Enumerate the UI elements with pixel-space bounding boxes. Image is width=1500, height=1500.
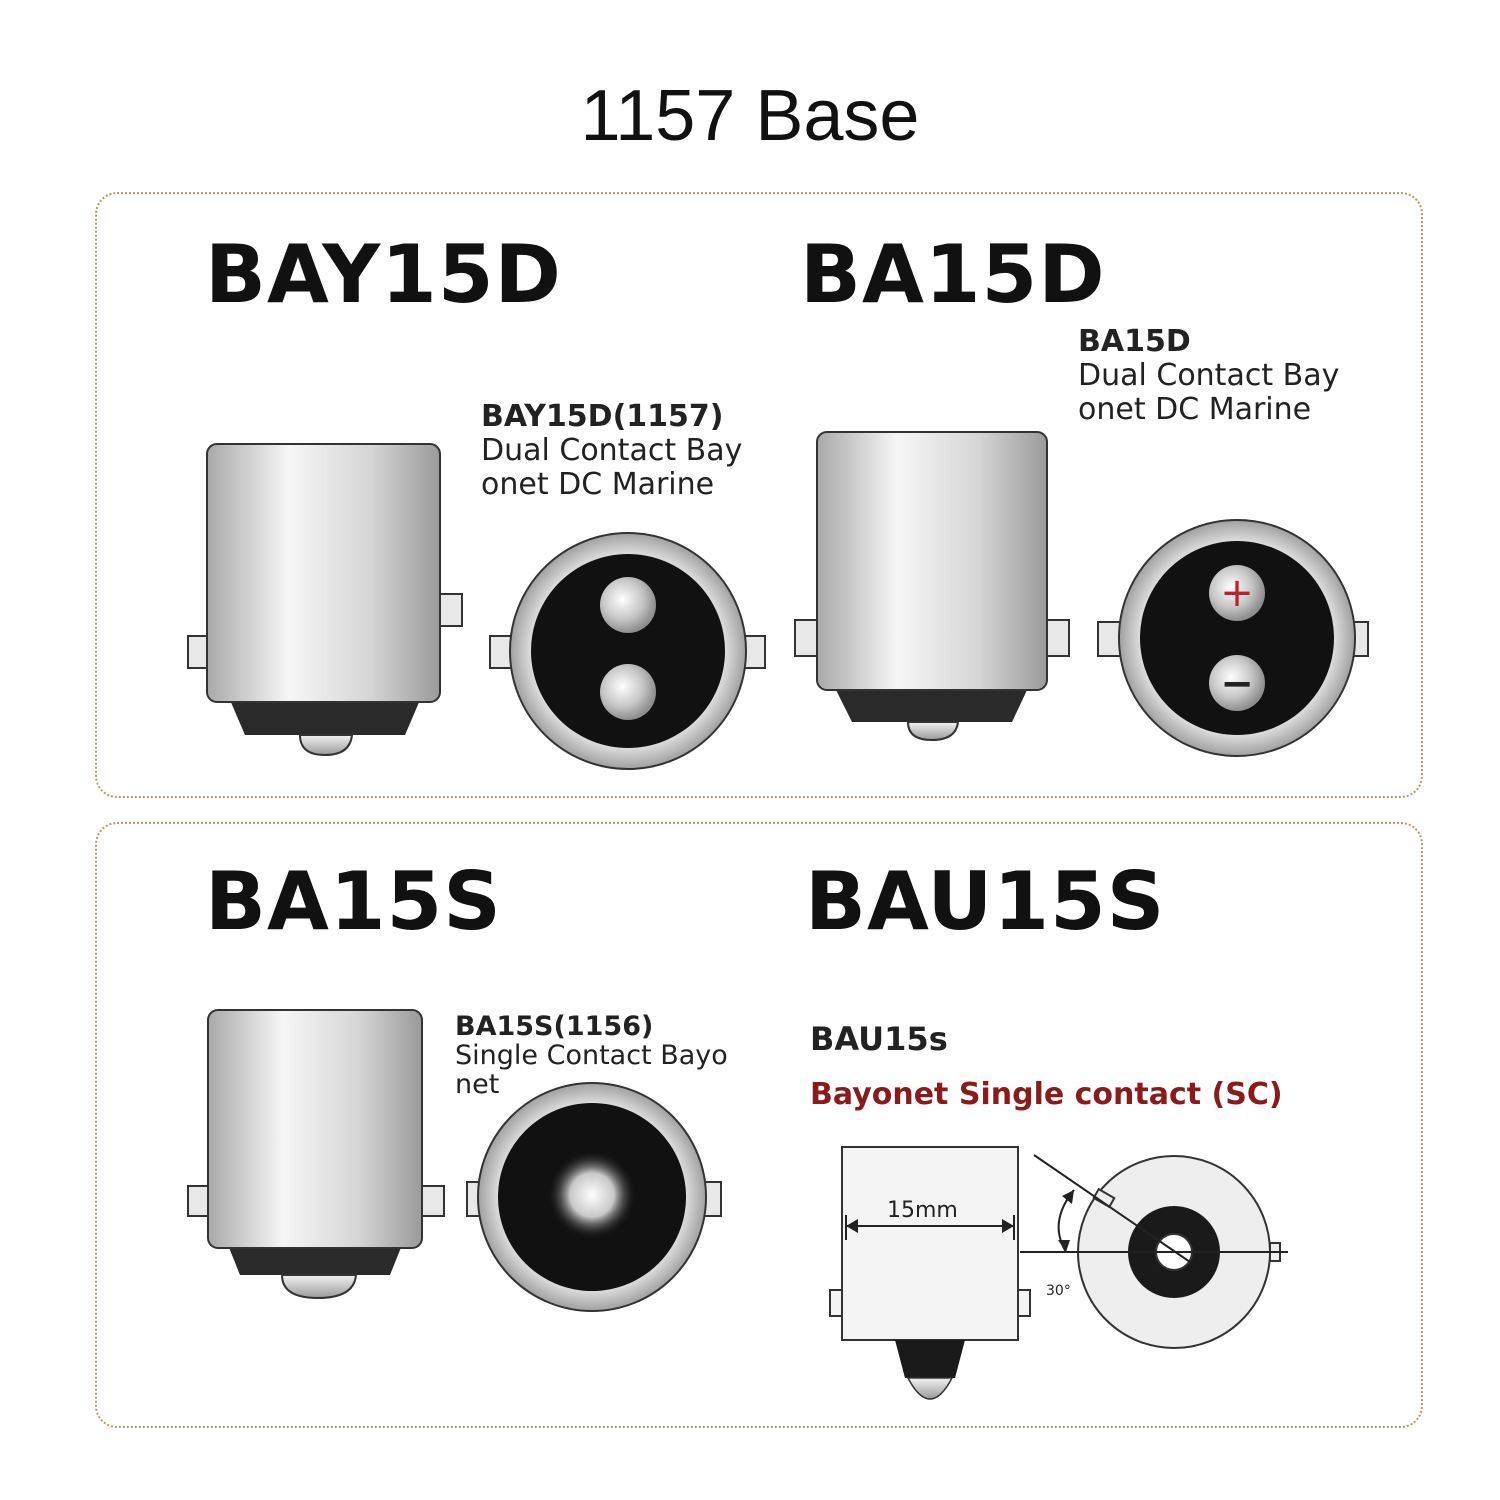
caption-ba15d: BA15D Dual Contact Bay onet DC Marine (1078, 325, 1339, 427)
metal-shell (816, 431, 1048, 691)
caption-line: Dual Contact Bay (481, 433, 743, 468)
label-bay15d: BAY15D (205, 228, 562, 321)
angle-line (1033, 1154, 1191, 1263)
label-ba15s: BA15S (205, 855, 502, 948)
minus-contact (1209, 655, 1265, 711)
pin-nub (1017, 1289, 1031, 1317)
caption-line: Single Contact Bayo (455, 1040, 728, 1071)
caption-line: onet DC Marine (481, 467, 715, 502)
plus-contact (1209, 565, 1265, 621)
insulator-base (895, 1340, 965, 1378)
contact-tip (906, 1377, 954, 1400)
caption-bay15d: BAY15D(1157) Dual Contact Bay onet DC Ma… (481, 400, 742, 502)
caption-heading: BA15S(1156) (455, 1011, 654, 1042)
pin-nub (829, 1289, 843, 1317)
minus-sign: − (1220, 661, 1254, 707)
caption-heading: BAU15s (810, 1020, 948, 1058)
pin-nub (794, 619, 818, 657)
ba15s-side-view (187, 1009, 445, 1300)
insulator-face (1140, 541, 1334, 735)
label-ba15d: BA15D (800, 228, 1106, 321)
ba15d-side-view (794, 431, 1070, 742)
panel-dual-contact (95, 192, 1423, 798)
insulator-base (228, 1245, 402, 1275)
angle-label: 30° (1046, 1283, 1071, 1299)
pin-nub (187, 1185, 211, 1217)
plus-sign: + (1220, 570, 1254, 616)
caption-bau15s-subtitle: Bayonet Single contact (SC) (810, 1077, 1283, 1112)
bay15d-side-view (187, 443, 463, 757)
label-bau15s: BAU15S (805, 855, 1166, 948)
pin-nub (439, 593, 463, 627)
bay15d-end-view (489, 532, 766, 770)
pin-nub (421, 1185, 445, 1217)
center-contact (548, 1151, 636, 1239)
ba15d-end-view: + − (1097, 519, 1369, 757)
panel-single-contact (95, 822, 1423, 1428)
pin-nub (1046, 619, 1070, 657)
contact-tip (906, 721, 960, 742)
caption-heading: BA15D (1078, 324, 1191, 359)
upper-contact (600, 577, 656, 633)
ba15s-end-view (466, 1082, 722, 1312)
dimension-label: 15mm (887, 1198, 958, 1223)
caption-bau15s: BAU15s (810, 1022, 948, 1056)
metal-shell (207, 1009, 423, 1249)
caption-line: net (455, 1069, 500, 1100)
contact-tip (280, 1274, 358, 1300)
insulator-face (531, 554, 725, 748)
caption-ba15s: BA15S(1156) Single Contact Bayo net (455, 1012, 728, 1099)
metal-shell (206, 443, 441, 703)
insulator-base (230, 700, 420, 735)
lower-contact (600, 664, 656, 720)
contact-tip (298, 734, 354, 757)
page-title: 1157 Base (580, 76, 920, 156)
caption-heading: BAY15D(1157) (481, 399, 724, 434)
bau15s-technical-drawing (829, 1146, 1288, 1400)
caption-line: onet DC Marine (1078, 392, 1312, 427)
metal-shell (841, 1146, 1019, 1341)
insulator-base (835, 688, 1028, 722)
caption-line: Dual Contact Bay (1078, 358, 1340, 393)
